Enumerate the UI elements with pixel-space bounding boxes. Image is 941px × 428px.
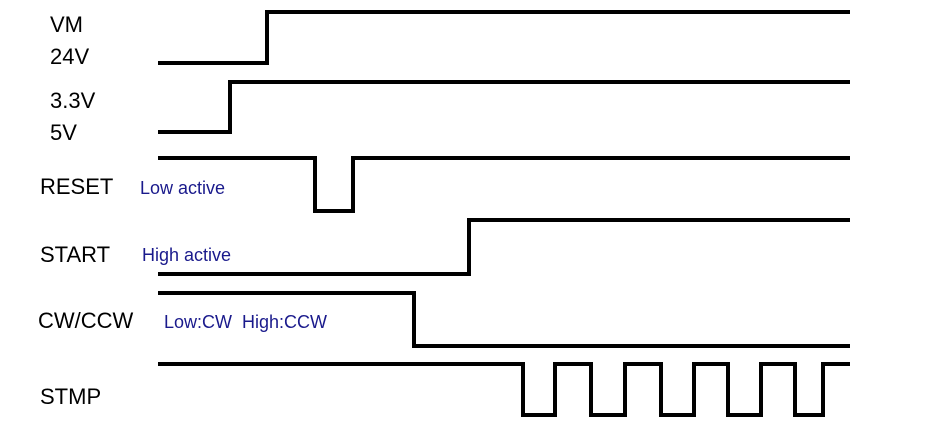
reset-note: Low active [140, 178, 226, 198]
start-waveform [158, 218, 850, 276]
vm-waveform [158, 10, 850, 65]
vm-label-line1: VM [50, 12, 83, 37]
stmp-waveform [158, 362, 850, 417]
cwccw-note: Low:CW High:CCW [164, 312, 328, 332]
reset-waveform [158, 156, 850, 213]
vm-label-line2: 24V [50, 44, 90, 69]
logic-supply-waveform [158, 80, 850, 134]
start-label: START [40, 242, 111, 267]
cwccw-waveform [158, 291, 850, 348]
stmp-label: STMP [40, 384, 102, 409]
logic-supply-label-line1: 3.3V [50, 88, 96, 113]
reset-label: RESET [40, 174, 114, 199]
start-note: High active [142, 245, 232, 265]
logic-supply-label-line2: 5V [50, 120, 77, 145]
cwccw-label: CW/CCW [38, 308, 134, 333]
